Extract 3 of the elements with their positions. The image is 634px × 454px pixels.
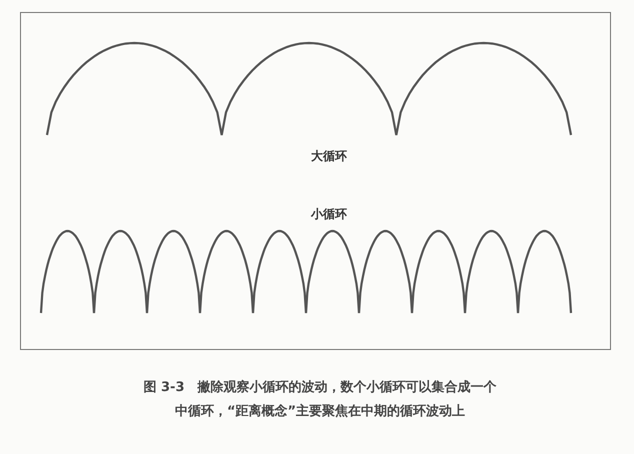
wave-label: 小循环	[311, 206, 347, 223]
figure-caption: 图 3-3 撇除观察小循环的波动，数个小循环可以集合成一个中循环，“距离概念”主要聚焦在中期的循环波动上	[142, 378, 498, 421]
wave-label: 大循环	[311, 148, 347, 165]
